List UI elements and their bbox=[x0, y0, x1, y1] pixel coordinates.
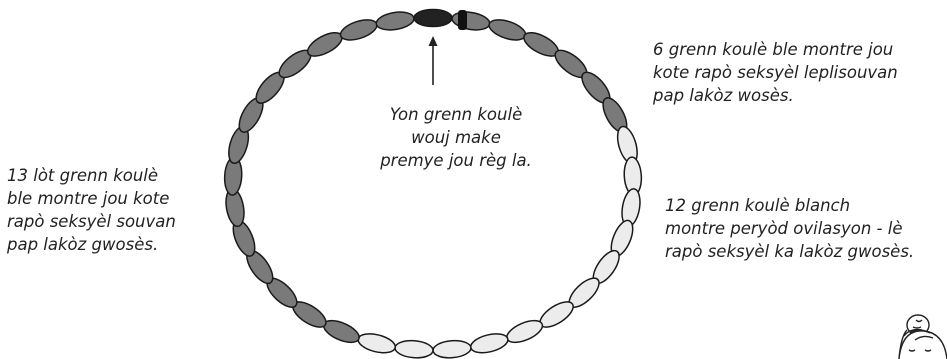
ring-marker bbox=[458, 10, 467, 30]
bottom-right-annotation-line: 12 grenn koulè blanch bbox=[665, 194, 914, 217]
pointer-arrow bbox=[429, 36, 438, 85]
bead-white bbox=[356, 331, 397, 357]
center-annotation-line: wouj make bbox=[356, 126, 556, 149]
center-annotation-line: Yon grenn koulè bbox=[356, 103, 556, 126]
top-right-annotation-line: pap lakòz wosès. bbox=[653, 84, 898, 107]
bottom-right-annotation: 12 grenn koulè blanch montre peryòd ovil… bbox=[665, 194, 914, 263]
bead-white bbox=[394, 339, 433, 359]
bead-blue bbox=[321, 316, 363, 347]
bottom-right-annotation-line: rapò seksyèl ka lakòz gwosès. bbox=[665, 240, 914, 263]
center-annotation-line: premye jou règ la. bbox=[356, 149, 556, 172]
top-right-annotation-line: 6 grenn koulè ble montre jou bbox=[653, 38, 898, 61]
bead-white bbox=[469, 331, 510, 357]
bead-blue bbox=[304, 28, 346, 61]
bead-white bbox=[504, 316, 546, 347]
bead-blue bbox=[487, 16, 528, 44]
left-annotation-line: rapò seksyèl souvan bbox=[7, 210, 176, 233]
bead-white bbox=[432, 339, 471, 359]
bead-red bbox=[414, 10, 452, 27]
left-annotation: 13 lòt grenn koulè ble montre jou kote r… bbox=[7, 164, 176, 256]
top-right-annotation-line: kote rapò seksyèl leplisouvan bbox=[653, 61, 898, 84]
bead-blue bbox=[375, 10, 415, 33]
woman-head-illustration bbox=[899, 315, 947, 359]
left-annotation-line: pap lakòz gwosès. bbox=[7, 233, 176, 256]
center-annotation: Yon grenn koulè wouj make premye jou règ… bbox=[356, 103, 556, 172]
left-annotation-line: ble montre jou kote bbox=[7, 187, 176, 210]
left-annotation-line: 13 lòt grenn koulè bbox=[7, 164, 176, 187]
bottom-right-annotation-line: montre peryòd ovilasyon - lè bbox=[665, 217, 914, 240]
bead-blue bbox=[451, 10, 491, 33]
bead-blue bbox=[338, 16, 379, 44]
top-right-annotation: 6 grenn koulè ble montre jou kote rapò s… bbox=[653, 38, 898, 107]
